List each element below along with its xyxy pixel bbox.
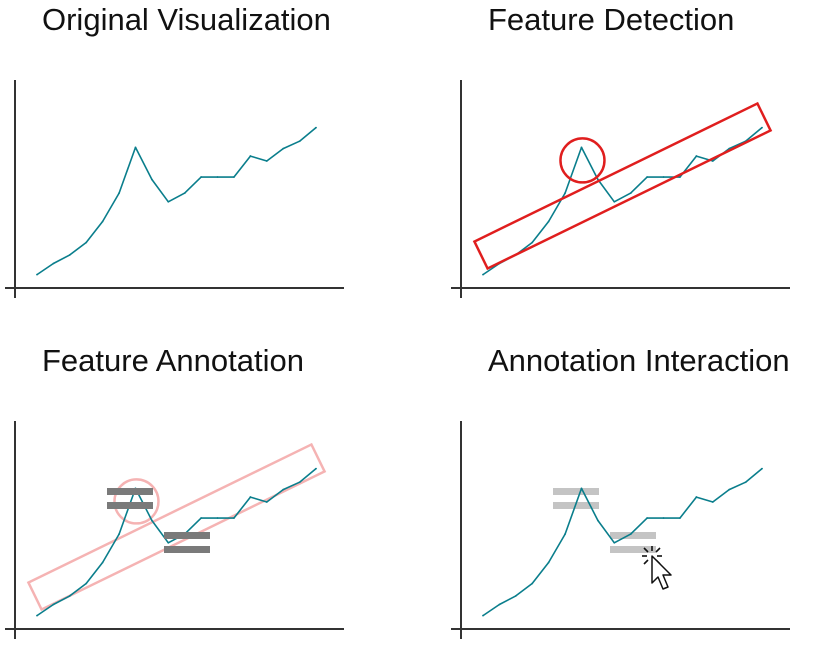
data-point — [249, 155, 252, 157]
data-point — [662, 517, 665, 519]
data-point — [580, 146, 583, 149]
click-ray — [655, 547, 661, 553]
peak-interaction-marker-top — [553, 488, 599, 495]
data-point — [118, 533, 120, 536]
data-point — [282, 488, 285, 491]
data-point — [744, 481, 747, 484]
data-point — [101, 220, 104, 223]
line-chart-detection — [451, 80, 790, 298]
click-ray — [643, 559, 649, 565]
data-point — [761, 467, 763, 470]
panel-title: Feature Detection — [488, 2, 735, 37]
data-point — [482, 273, 484, 276]
line-chart-annotation — [5, 421, 344, 639]
line-chart-original — [5, 80, 344, 298]
data-point — [498, 603, 501, 606]
data-point — [134, 146, 137, 149]
data-point — [36, 273, 38, 276]
data-point — [52, 603, 55, 606]
data-point — [85, 241, 88, 244]
data-point — [695, 155, 698, 157]
dip-interaction-marker-bottom — [610, 546, 656, 553]
data-point — [298, 481, 301, 484]
data-point — [265, 501, 268, 503]
dip-annotation-marker-top — [164, 532, 210, 539]
trend-annotation-box — [26, 442, 327, 612]
data-point — [249, 496, 252, 498]
panel-title: Annotation Interaction — [488, 343, 790, 378]
data-point — [167, 541, 170, 544]
data-point — [531, 241, 534, 244]
peak-annotation-circle — [113, 478, 160, 525]
panel-feature-annotation: Feature Annotation — [0, 341, 400, 661]
data-point — [547, 561, 550, 564]
data-point — [101, 561, 104, 564]
data-line — [36, 126, 317, 276]
data-point — [298, 140, 301, 143]
data-point — [596, 519, 599, 522]
data-point — [150, 178, 153, 181]
data-line — [36, 467, 317, 617]
trend-detection-box — [472, 101, 773, 271]
data-line — [482, 467, 763, 617]
data-point — [646, 176, 649, 178]
data-point — [580, 487, 583, 490]
panel-original-visualization: Original Visualization — [0, 0, 400, 320]
dip-annotation-marker-bottom — [164, 546, 210, 553]
data-point — [118, 192, 120, 195]
data-point — [613, 200, 616, 203]
data-point — [200, 517, 203, 519]
data-point — [216, 176, 219, 178]
data-point — [646, 517, 649, 519]
data-point — [531, 582, 534, 585]
data-point — [662, 176, 665, 178]
data-point — [183, 192, 186, 195]
data-point — [216, 517, 219, 519]
data-line — [482, 126, 763, 276]
data-point — [85, 582, 88, 585]
data-point — [233, 517, 235, 519]
panel-title: Original Visualization — [42, 2, 331, 37]
data-point — [167, 200, 170, 203]
peak-annotation-marker-bottom — [107, 502, 153, 509]
data-point — [68, 594, 71, 597]
line-chart-interaction — [451, 421, 790, 639]
data-point — [315, 467, 317, 470]
data-point — [679, 176, 681, 178]
data-point — [564, 533, 566, 536]
data-point — [613, 541, 616, 544]
data-point — [200, 176, 203, 178]
data-point — [679, 517, 681, 519]
panel-title: Feature Annotation — [42, 343, 304, 378]
data-point — [36, 614, 38, 617]
data-point — [629, 192, 632, 195]
data-point — [52, 262, 55, 265]
data-point — [761, 126, 763, 129]
data-point — [514, 594, 517, 597]
data-point — [564, 192, 566, 195]
data-point — [547, 220, 550, 223]
data-point — [711, 160, 714, 162]
data-point — [150, 519, 153, 522]
data-point — [315, 126, 317, 129]
peak-annotation-marker-top — [107, 488, 153, 495]
data-point — [482, 614, 484, 617]
cursor-click-icon — [642, 546, 672, 590]
data-point — [728, 488, 731, 491]
peak-detection-circle — [559, 137, 606, 184]
dip-interaction-marker-top — [610, 532, 656, 539]
data-point — [68, 253, 71, 256]
data-point — [629, 533, 632, 536]
data-point — [233, 176, 235, 178]
data-point — [265, 160, 268, 162]
mouse-pointer-icon — [651, 555, 672, 590]
panel-feature-detection: Feature Detection — [446, 0, 817, 320]
data-point — [695, 496, 698, 498]
panel-annotation-interaction: Annotation Interaction — [446, 341, 817, 661]
click-ray — [643, 547, 649, 553]
data-point — [282, 147, 285, 150]
data-point — [711, 501, 714, 503]
